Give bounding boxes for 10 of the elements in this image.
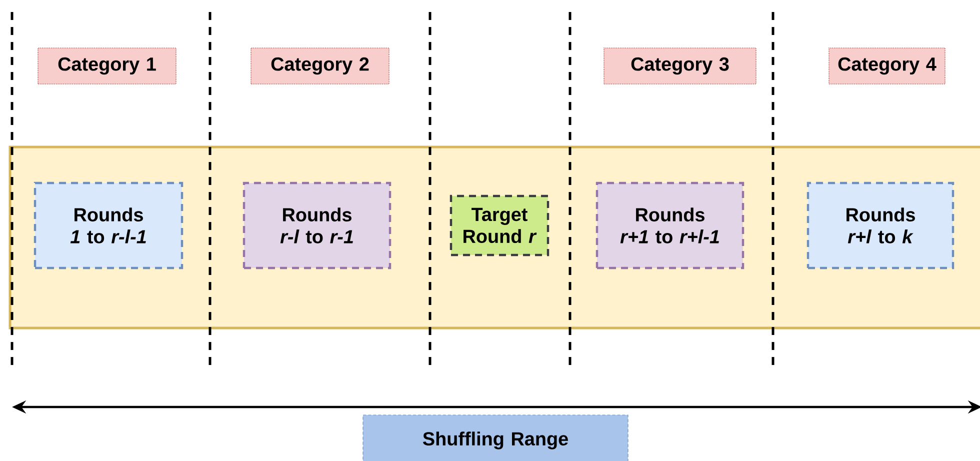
category-box: Category 4 xyxy=(828,48,946,84)
round-box: Rounds 1 to r-l-1 xyxy=(34,182,184,270)
label-box: Shuffling Range xyxy=(362,414,628,461)
category-box: Category 3 xyxy=(604,48,756,84)
target-box: Target Round r xyxy=(450,194,550,256)
round-box: Rounds r+l to k xyxy=(806,182,954,270)
category-box: Category 1 xyxy=(38,48,176,84)
round-box: Rounds r-l to r-1 xyxy=(242,182,392,270)
category-box: Category 2 xyxy=(250,48,390,84)
round-box: Rounds r+1 to r+l-1 xyxy=(596,182,744,270)
